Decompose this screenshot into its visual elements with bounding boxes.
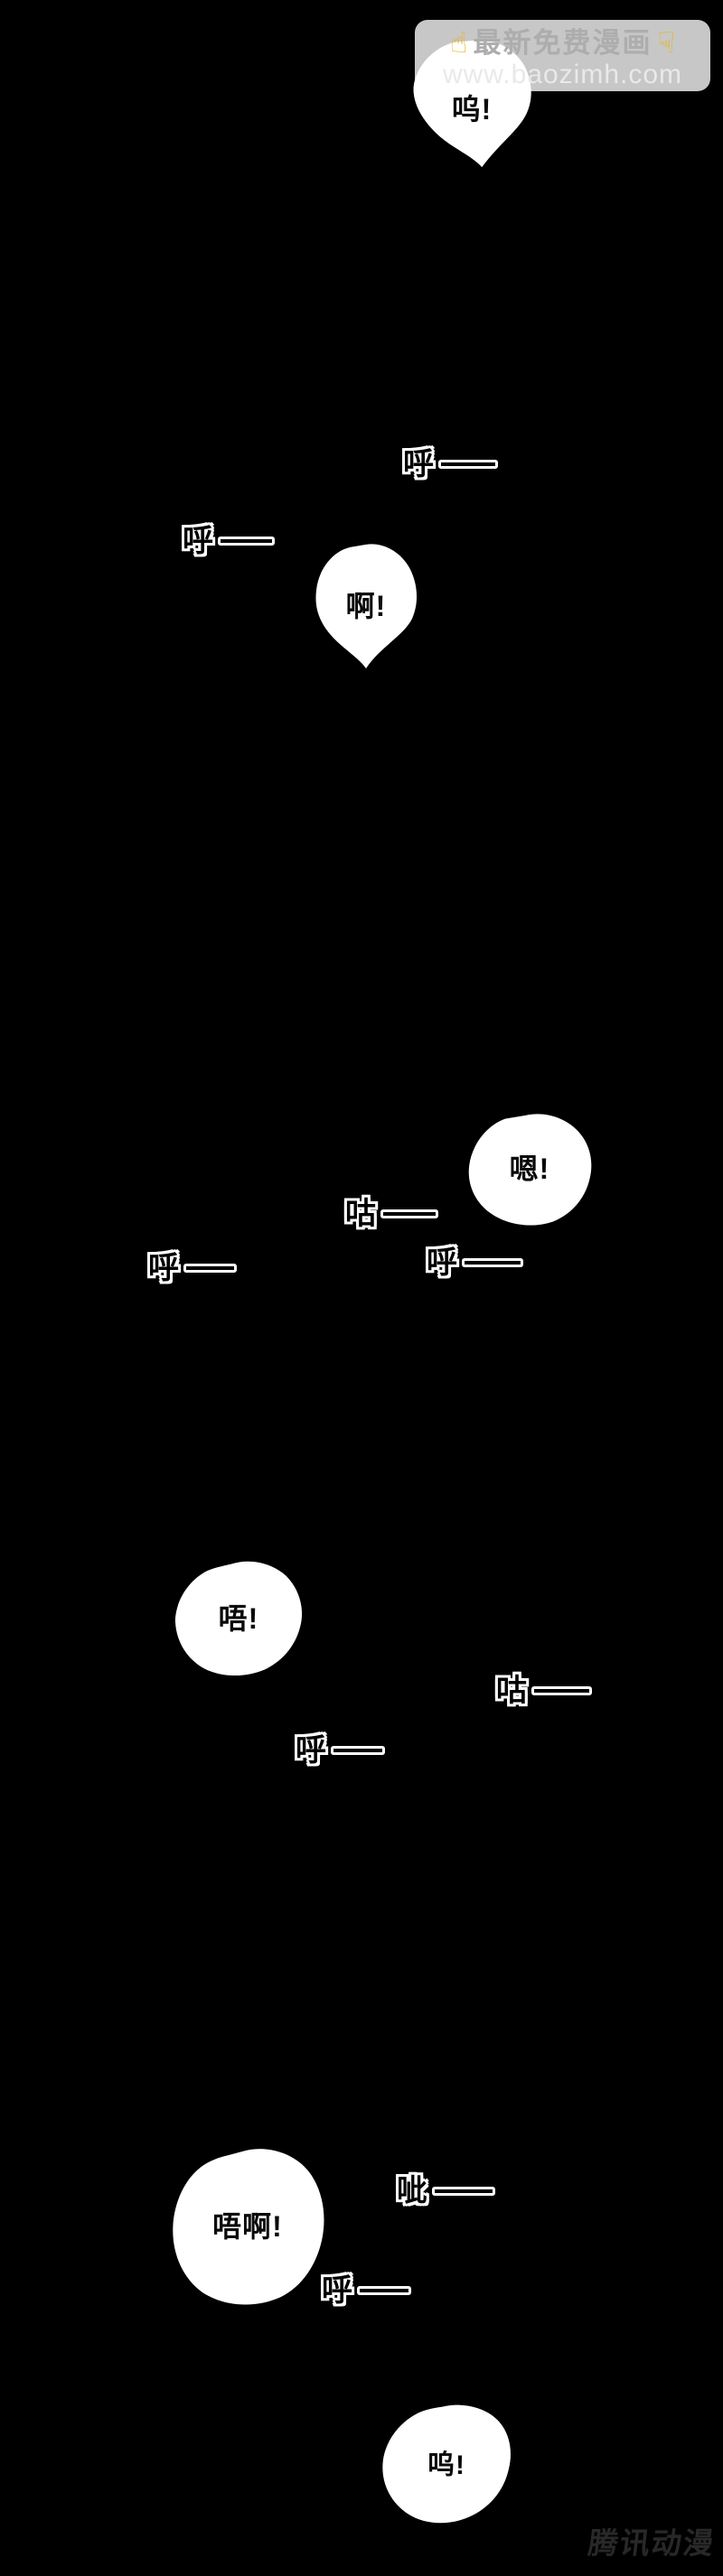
sfx-char: 呼 xyxy=(322,2273,352,2308)
bubble-text: 啊! xyxy=(345,589,387,622)
bubble-text: 呜! xyxy=(451,93,493,126)
sfx-dash xyxy=(380,1209,438,1218)
bubble-blob-shape xyxy=(173,2149,324,2305)
sfx-char: 呼 xyxy=(296,1733,326,1768)
sfx-dash xyxy=(331,1746,385,1755)
sfx-char: 呼 xyxy=(148,1251,179,1285)
sfx-hu-4: 呼 xyxy=(427,1247,523,1278)
bubble-text: 呜! xyxy=(427,2450,465,2480)
sfx-gu-1: 咕 xyxy=(345,1199,438,1229)
sfx-char: 咕 xyxy=(496,1674,527,1708)
banner-title: 最新免费漫画 xyxy=(473,26,653,59)
sfx-ci-1: 呲 xyxy=(397,2176,495,2207)
sfx-char: 呼 xyxy=(183,524,213,558)
sfx-hu-1: 呼 xyxy=(403,449,498,480)
bubble-text: 唔啊! xyxy=(212,2209,283,2243)
sfx-dash xyxy=(183,1264,237,1273)
bubble-blob-shape xyxy=(382,2404,511,2524)
sfx-hu-5: 呼 xyxy=(296,1735,385,1766)
sfx-gu-2: 咕 xyxy=(496,1675,592,1706)
bubble-blob-shape xyxy=(315,544,418,669)
bubble-text: 嗯! xyxy=(509,1153,550,1186)
sfx-hu-3: 呼 xyxy=(148,1253,237,1283)
speech-bubble-en: 嗯! xyxy=(465,1112,594,1227)
bubble-text: 唔! xyxy=(218,1601,259,1635)
sfx-char: 呼 xyxy=(403,447,434,481)
watermark-banner: ☝ 最新免费漫画 ☟ www.baozimh.com xyxy=(415,20,710,91)
banner-title-row: ☝ 最新免费漫画 ☟ xyxy=(450,24,675,61)
speech-bubble-wu-bottom: 呜! xyxy=(379,2402,514,2528)
sfx-dash xyxy=(531,1686,592,1695)
banner-url: www.baozimh.com xyxy=(442,60,683,89)
sfx-dash xyxy=(432,2187,495,2196)
sfx-char: 呼 xyxy=(427,1246,457,1280)
speech-bubble-wu-a: 唔啊! xyxy=(170,2147,325,2307)
bubble-blob-shape xyxy=(174,1561,303,1676)
sfx-hu-6: 呼 xyxy=(322,2275,411,2306)
sfx-dash xyxy=(357,2286,411,2295)
sfx-dash xyxy=(462,1258,523,1267)
sfx-hu-2: 呼 xyxy=(183,526,275,556)
finger-pointing-up-icon: ☝ xyxy=(450,26,468,59)
speech-bubble-wu2: 唔! xyxy=(173,1559,305,1679)
publisher-logo: 腾讯动漫 xyxy=(586,2526,718,2560)
finger-pointing-down-icon: ☟ xyxy=(657,26,675,59)
sfx-dash xyxy=(438,460,498,469)
speech-bubble-a: 啊! xyxy=(311,542,421,671)
sfx-char: 呲 xyxy=(397,2174,427,2208)
sfx-char: 咕 xyxy=(345,1197,376,1231)
bubble-blob-shape xyxy=(468,1114,592,1226)
sfx-dash xyxy=(218,537,275,546)
